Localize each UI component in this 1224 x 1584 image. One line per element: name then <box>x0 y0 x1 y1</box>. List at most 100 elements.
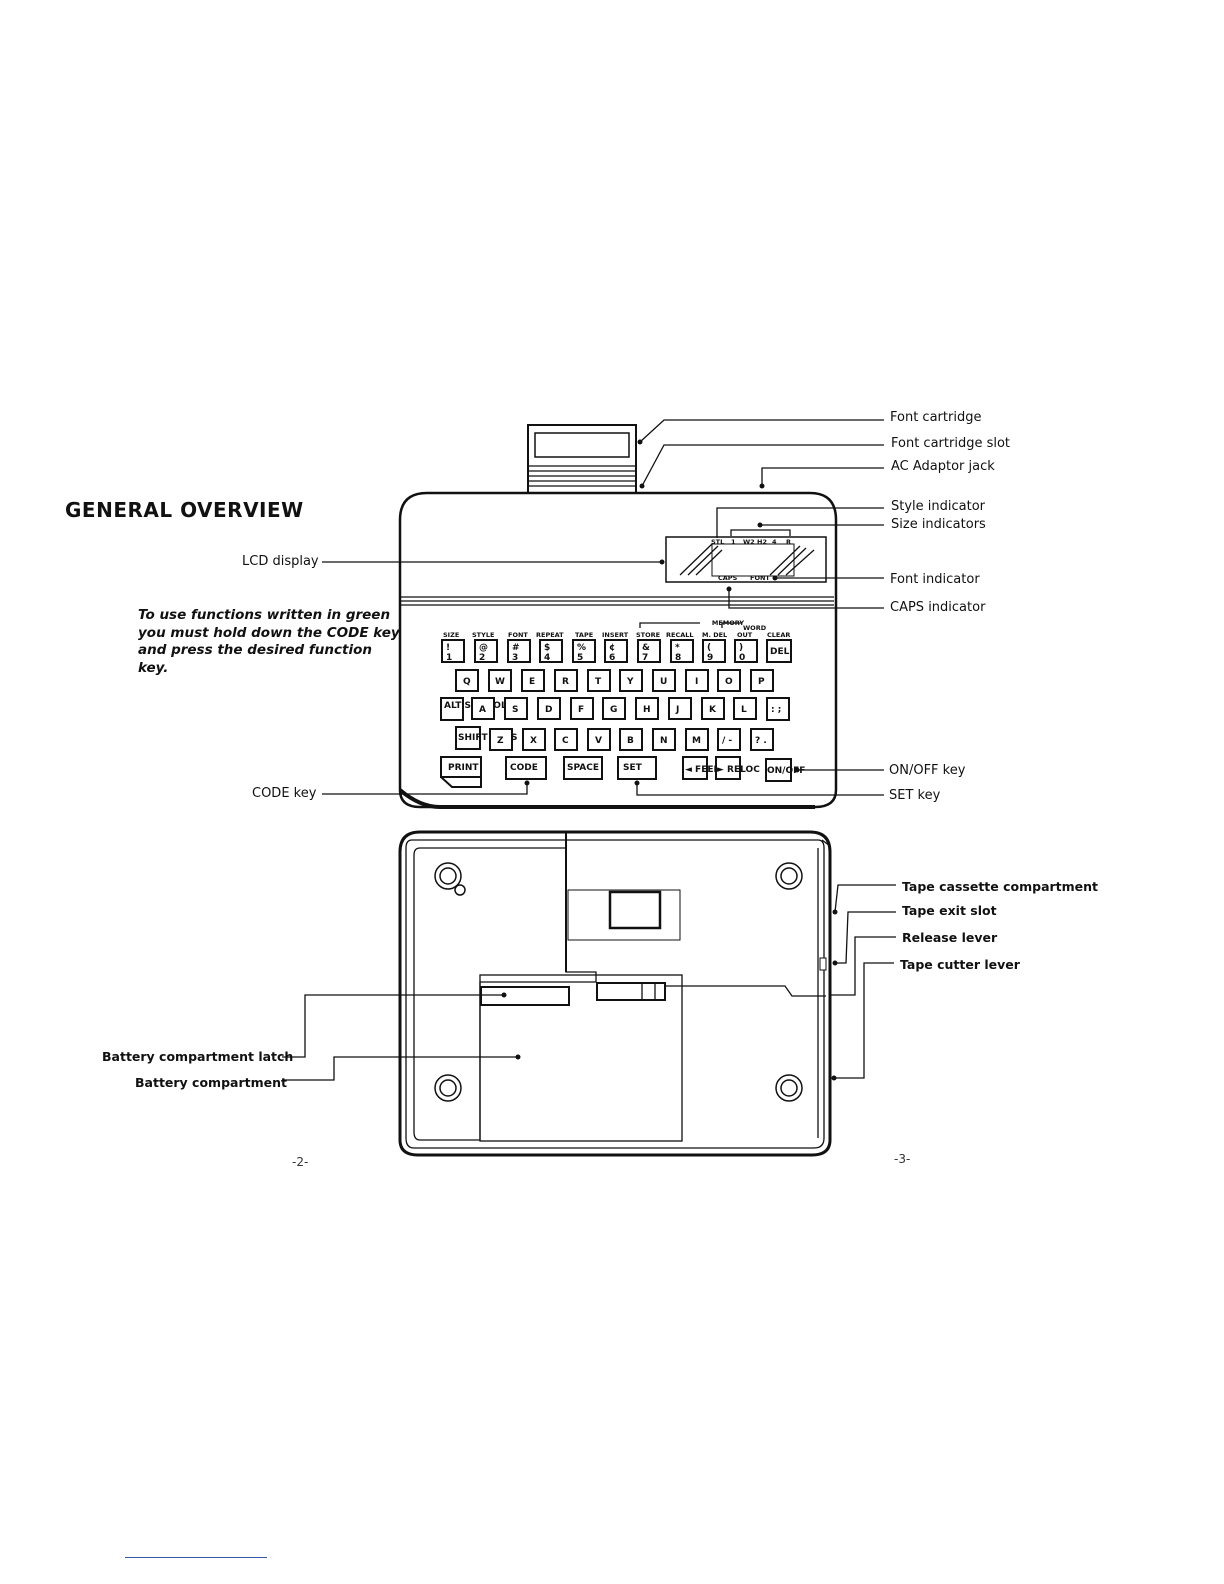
svg-text:): ) <box>739 643 743 653</box>
key-1: !1 <box>441 639 465 663</box>
svg-text:0: 0 <box>739 653 745 663</box>
label-font-cartridge: Font cartridge <box>890 410 982 425</box>
svg-text:&: & <box>642 643 650 653</box>
key-v: V <box>587 728 611 751</box>
key-r: R <box>554 669 578 692</box>
label-font-cartridge-slot: Font cartridge slot <box>891 436 1011 451</box>
svg-text:%: % <box>577 643 586 653</box>
svg-text:N: N <box>660 736 668 746</box>
svg-text:3: 3 <box>512 653 518 663</box>
svg-text:#: # <box>512 643 520 653</box>
svg-text:2: 2 <box>479 653 485 663</box>
svg-text:E: E <box>529 677 535 687</box>
svg-text:M: M <box>692 736 701 746</box>
label-tape-exit-slot: Tape exit slot <box>902 903 997 918</box>
label-style-indicator: Style indicator <box>891 499 986 514</box>
bottom-callout-lines <box>282 884 896 1081</box>
key-h: H <box>635 697 659 720</box>
key-z: Z <box>489 728 513 751</box>
key-u: U <box>652 669 676 692</box>
key-t: T <box>587 669 611 692</box>
label-font-indicator: Font indicator <box>890 572 980 587</box>
instruction-note: To use functions written in green you mu… <box>138 607 400 676</box>
function-labels: SIZE STYLE FONT REPEAT TAPE INSERT STORE… <box>443 631 790 639</box>
svg-text:8: 8 <box>675 653 681 663</box>
svg-text:U: U <box>660 677 667 687</box>
page-number-right: -3- <box>894 1152 911 1166</box>
fn-label: STYLE <box>472 631 494 639</box>
svg-text:Q: Q <box>463 677 471 687</box>
svg-text:$: $ <box>544 643 550 653</box>
page-title: GENERAL OVERVIEW <box>65 498 304 522</box>
key-shift: SHIFT CAPS <box>455 726 517 750</box>
svg-text:? .: ? . <box>755 736 767 746</box>
key-o: O <box>717 669 741 692</box>
label-caps-indicator: CAPS indicator <box>890 600 986 615</box>
key-5: %5 <box>572 639 596 663</box>
svg-text:H: H <box>643 705 651 715</box>
key-l: L <box>733 697 757 720</box>
svg-text:R: R <box>562 677 569 687</box>
key-set: SET <box>617 756 657 780</box>
svg-text:C: C <box>562 736 569 746</box>
fn-label: CLEAR <box>767 631 790 639</box>
key-i: I <box>685 669 709 692</box>
svg-text:ON/OFF: ON/OFF <box>767 766 805 776</box>
footer-rule <box>125 1557 267 1558</box>
svg-text:T: T <box>595 677 602 687</box>
lcd-mark: STL <box>711 538 724 546</box>
svg-text:SHIFT CAPS: SHIFT CAPS <box>458 733 517 743</box>
bottom-view-diagram <box>398 830 832 1157</box>
top-body-outline <box>398 491 838 809</box>
label-ac-adaptor-jack: AC Adaptor jack <box>891 459 995 474</box>
key-8: *8 <box>670 639 694 663</box>
svg-text:(: ( <box>707 643 711 653</box>
key-on-off: ON/OFF <box>765 758 805 782</box>
key-f: F <box>570 697 594 720</box>
label-size-indicators: Size indicators <box>891 517 986 532</box>
svg-text:B: B <box>627 736 634 746</box>
key-n: N <box>652 728 676 751</box>
svg-text:S: S <box>512 705 518 715</box>
lcd-mark: 1 <box>731 538 736 546</box>
key-colon: : ; <box>766 697 790 721</box>
label-battery-compartment-latch: Battery compartment latch <box>102 1049 294 1064</box>
key-s: S <box>504 697 528 720</box>
svg-text:SPACE: SPACE <box>567 763 599 773</box>
key-d: D <box>537 697 561 720</box>
svg-text:!: ! <box>446 643 450 653</box>
svg-text:L: L <box>741 705 747 715</box>
page-number-left: -2- <box>292 1155 309 1169</box>
svg-text:X: X <box>530 736 537 746</box>
label-tape-cassette-compartment: Tape cassette compartment <box>902 879 1099 894</box>
fn-label: TAPE <box>575 631 593 639</box>
key-space: SPACE <box>563 756 603 780</box>
number-row: !1 @2 #3 $4 %5 ¢6 &7 *8 (9 )0 DEL <box>441 639 792 663</box>
key-g: G <box>602 697 626 720</box>
fn-label: SIZE <box>443 631 459 639</box>
lcd-mark: R <box>786 538 791 546</box>
key-7: &7 <box>637 639 661 663</box>
key-question: ? . <box>750 728 774 751</box>
lcd-mark: 4 <box>772 538 777 546</box>
fn-label: REPEAT <box>536 631 564 639</box>
svg-text:D: D <box>545 705 552 715</box>
svg-text:W: W <box>495 677 505 687</box>
key-4: $4 <box>539 639 563 663</box>
font-cartridge <box>527 424 637 494</box>
svg-text:: ;: : ; <box>771 705 781 715</box>
label-on-off-key: ON/OFF key <box>889 763 966 778</box>
lcd-mark: W2 <box>743 538 755 546</box>
key-del: DEL <box>766 639 792 663</box>
bottom-row: PRINT CODE SPACE SET ◄ FEED ► RELOC ON/O… <box>440 756 805 788</box>
svg-text:DEL: DEL <box>770 647 790 657</box>
svg-text:V: V <box>595 736 602 746</box>
svg-text:¢: ¢ <box>609 643 615 653</box>
key-code: CODE <box>505 756 547 780</box>
fn-label: OUT <box>737 631 753 639</box>
key-3: #3 <box>507 639 531 663</box>
svg-text:9: 9 <box>707 653 713 663</box>
fn-label: M. DEL <box>702 631 727 639</box>
callout-lines <box>322 419 884 796</box>
